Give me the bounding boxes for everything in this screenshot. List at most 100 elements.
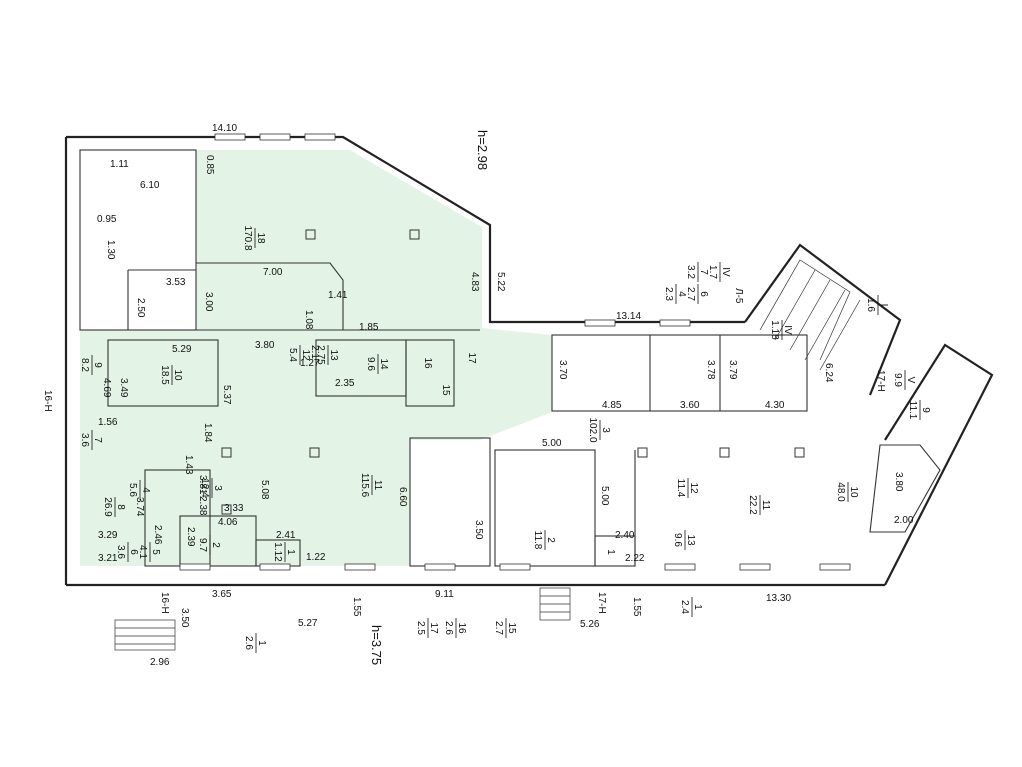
dimension-label: 3.00 bbox=[203, 292, 214, 312]
legend-fraction-3-area: 2.7 bbox=[685, 287, 696, 301]
room-label-rbV: V9.9 bbox=[892, 370, 916, 390]
legend-fraction-2-number: 4 bbox=[676, 291, 687, 297]
room-label-rbI-number: I bbox=[878, 304, 889, 307]
room-label-r9-number: 9 bbox=[92, 362, 103, 368]
legend-fraction-6-area: 2.7 bbox=[493, 621, 504, 635]
room-label-rb1: 1 bbox=[605, 549, 616, 555]
legend-fraction-7: 12.4 bbox=[679, 597, 703, 617]
legend-fraction-5-area: 2.6 bbox=[443, 621, 454, 635]
legend-fraction-2-area: 2.3 bbox=[663, 287, 674, 301]
legend-fraction-0: 73.2 bbox=[685, 262, 709, 282]
room-label-rb2-number: 2 bbox=[545, 537, 556, 543]
right-angled-wall bbox=[884, 343, 994, 586]
dimension-label: 4.69 bbox=[101, 378, 112, 398]
room-label-r16: 16 bbox=[422, 357, 433, 369]
legend-fraction-5: 162.6 bbox=[443, 618, 467, 638]
legend-fraction-7-number: 1 bbox=[692, 604, 703, 610]
dimension-label: 3.74 bbox=[134, 497, 145, 517]
legend-fraction-6: 152.7 bbox=[493, 618, 517, 638]
dimension-label: Л-5 bbox=[733, 288, 744, 304]
dimension-label: 3.21 bbox=[98, 553, 118, 564]
room-label-r5-number: 5 bbox=[150, 549, 161, 555]
dimension-label: 3.29 bbox=[98, 530, 118, 541]
legend-fraction-3: 62.7 bbox=[685, 284, 709, 304]
room-label-r3: 312.4 bbox=[199, 478, 223, 498]
room-label-r14-area: 9.6 bbox=[365, 357, 376, 371]
room-label-rbIV-number: IV bbox=[782, 325, 793, 335]
dimension-label: 5.37 bbox=[221, 385, 232, 405]
room-label-rbIV-area: 1.18 bbox=[769, 320, 780, 340]
dimension-label: 3.60 bbox=[680, 400, 700, 411]
room-label-rb9-number: 9 bbox=[920, 407, 931, 413]
room-label-r5-area: 4.1 bbox=[137, 545, 148, 559]
dimension-label: 14.10 bbox=[212, 123, 237, 134]
room-label-r7-area: 3.6 bbox=[79, 433, 90, 447]
room-label-r4-area: 5.6 bbox=[127, 483, 138, 497]
room-label-rbV-area: 9.9 bbox=[892, 373, 903, 387]
room-label-r12-area: 5.4 bbox=[287, 348, 298, 362]
room-label-r2-area: 9.7 bbox=[197, 538, 208, 552]
room-label-r17: 17 bbox=[466, 352, 477, 364]
dimension-label: 6.10 bbox=[140, 180, 160, 191]
room-label-r6-area: 3.6 bbox=[115, 545, 126, 559]
dimension-label: 16-Н bbox=[42, 390, 53, 412]
dimension-label: 1.84 bbox=[202, 423, 213, 443]
room-3-walls bbox=[144, 469, 211, 567]
stair-lines bbox=[114, 259, 861, 651]
room-label-r8-number: 8 bbox=[115, 504, 126, 510]
room-label-r1: 11.12 bbox=[272, 542, 296, 562]
room-label-rbV-number: V bbox=[905, 377, 916, 384]
height-upper: h=2.98 bbox=[475, 130, 490, 170]
room-label-r8-area: 26.9 bbox=[102, 497, 113, 517]
room-b2-walls bbox=[494, 449, 596, 567]
dimension-label: 2.22 bbox=[625, 553, 645, 564]
room-label-rb2: 211.8 bbox=[532, 530, 556, 550]
dimension-label: 3.33 bbox=[224, 503, 244, 514]
legend-fraction-1: IV1.7 bbox=[707, 262, 731, 282]
dimension-label: 3.80 bbox=[893, 472, 904, 492]
room-label-rbI-area: 1.6 bbox=[865, 298, 876, 312]
room-label-rb9-area: 11.1 bbox=[907, 401, 918, 420]
dimension-label: 17-Н bbox=[596, 592, 607, 614]
room-label-r6: 63.6 bbox=[115, 542, 139, 562]
dimension-label: 3.70 bbox=[557, 360, 568, 380]
dimension-label: 0.85 bbox=[204, 155, 215, 175]
room-label-r11-area: 115.6 bbox=[359, 473, 370, 498]
room-label-rbIV: IV1.18 bbox=[769, 320, 793, 340]
room-label-rb12-area: 11.4 bbox=[675, 479, 686, 498]
room-label-rb13-number: 13 bbox=[685, 534, 696, 546]
room-label-r1-number: 1 bbox=[285, 549, 296, 555]
room-label-r11-number: 11 bbox=[372, 480, 383, 491]
legend-fraction-8: 12.6 bbox=[243, 633, 267, 653]
dimension-label: 17-Н bbox=[875, 370, 886, 392]
room-10-walls bbox=[107, 339, 219, 407]
dimension-label: 2.1 bbox=[309, 345, 320, 359]
legend-fraction-4-number: 17 bbox=[428, 622, 439, 634]
dimension-label: 3.78 bbox=[705, 360, 716, 380]
outer-wall-upper bbox=[66, 135, 745, 324]
legend-fraction-3-number: 6 bbox=[698, 291, 709, 297]
room-label-r17-number: 17 bbox=[466, 352, 477, 364]
dimension-label: 2.38 bbox=[197, 496, 208, 516]
legend-fraction-4: 172.5 bbox=[415, 618, 439, 638]
row-rooms bbox=[551, 334, 808, 412]
room-label-rb10-number: 10 bbox=[848, 486, 859, 498]
room-label-rb3-number: 3 bbox=[600, 427, 611, 433]
room-label-r14-number: 14 bbox=[378, 358, 389, 370]
dimension-label: 1.85 bbox=[359, 322, 379, 333]
room-label-r12-number: 12 bbox=[300, 349, 311, 361]
dimension-label: 1.27 bbox=[300, 358, 320, 369]
legend-fraction-6-number: 15 bbox=[506, 622, 517, 634]
dimension-label: 5.22 bbox=[495, 272, 506, 292]
height-lower: h=3.75 bbox=[369, 625, 384, 665]
dimension-label: 1.22 bbox=[306, 552, 326, 563]
dimension-label: 2.00 bbox=[894, 515, 914, 526]
